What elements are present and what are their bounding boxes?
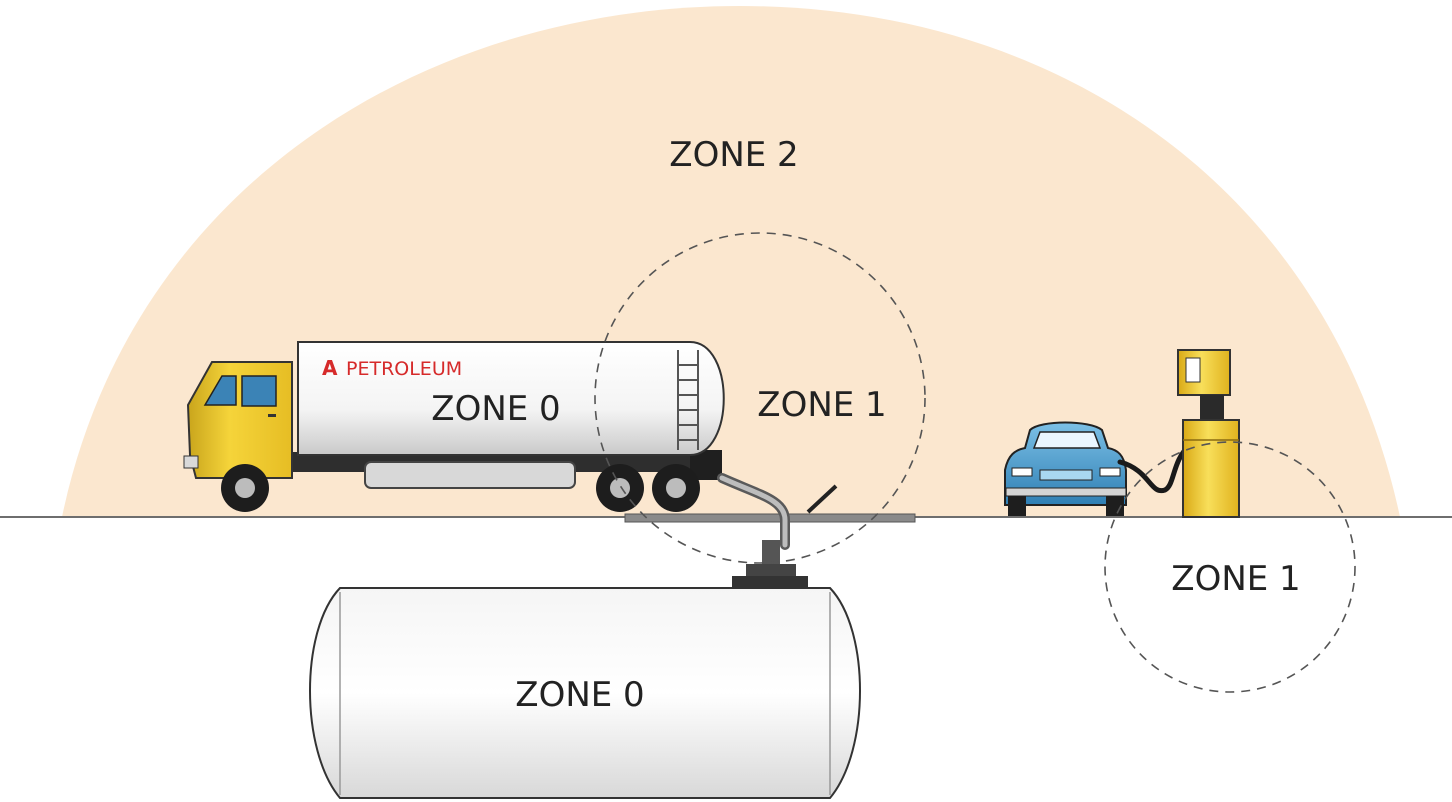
tanker-truck: A PETROLEUM [183,341,725,512]
brand-mark: A [322,356,338,380]
vent-pipe [806,484,838,514]
cab-door-handle [268,414,276,417]
fill-flange [746,564,796,576]
fill-connector [762,540,780,566]
underground-zone0-label: ZONE 0 [515,675,644,715]
fill-point-pad [624,513,916,523]
car-headlight-right [1099,467,1121,477]
pump-neck [1200,395,1224,423]
tanker-zone0-label: ZONE 0 [431,389,560,429]
tank-manhole [732,576,808,588]
tanker-tank [297,341,725,456]
wheel-rear-1 [596,464,644,512]
car-headlight-left [1011,467,1033,477]
zone1-fill-point-boundary [594,232,926,564]
wheel-rear-2 [652,464,700,512]
cab-windshield [203,375,237,406]
car-bumper [1005,487,1127,497]
nozzle-hose [1117,442,1193,494]
zone2-label: ZONE 2 [669,135,798,175]
brand-name: PETROLEUM [346,358,462,380]
pump-display [1185,357,1201,383]
cab-bumper [183,455,199,469]
car-grille [1039,469,1093,481]
pump-zone1-label: ZONE 1 [1171,559,1300,599]
underground-tank [309,587,861,799]
tank-ladder [677,350,699,450]
zone1-pump-boundary [1104,441,1356,693]
wheel-front [221,464,269,512]
car [1004,421,1127,516]
fill-zone1-label: ZONE 1 [757,385,886,425]
fuel-pump [1177,349,1240,518]
truck-side-box [364,461,576,489]
car-windshield [1032,431,1102,449]
car-tyre-left [1008,496,1026,516]
car-tyre-right [1106,496,1124,516]
pump-body [1182,419,1240,518]
cab-side-window [241,375,277,407]
